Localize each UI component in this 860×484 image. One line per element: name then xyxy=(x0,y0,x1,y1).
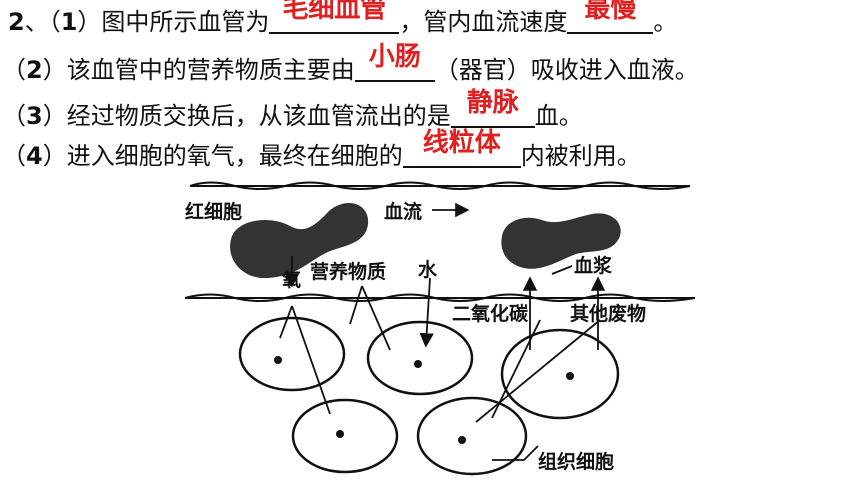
answer-blank: 小肠 xyxy=(354,42,435,82)
question-line-3: （3）经过物质交换后，从该血管流出的是静脉血。 xyxy=(2,88,583,136)
question-text: 。 xyxy=(653,8,678,36)
tissue-cell xyxy=(416,396,528,476)
cell-nucleus xyxy=(336,430,344,438)
nutrient-line xyxy=(361,285,391,351)
question-text: （器官）吸收进入血液。 xyxy=(434,56,699,84)
label-plasma: 血浆 xyxy=(574,254,613,277)
sub-number: 3 xyxy=(26,102,43,130)
question-text: ）图中所示血管为 xyxy=(77,8,270,36)
waste-pointer-line xyxy=(475,319,601,423)
tissue-cell xyxy=(291,398,399,474)
answer-blank: 线粒体 xyxy=(402,128,521,168)
paren-open: （ xyxy=(2,102,26,130)
answer-blank: 毛细血管 xyxy=(269,0,400,34)
tissue-cell xyxy=(366,320,474,396)
question-number: 2 xyxy=(8,8,25,36)
label-waste: 其他废物 xyxy=(570,302,646,325)
separator: 、（ xyxy=(24,8,61,36)
label-water: 水 xyxy=(418,259,438,281)
question-line-1: 2、（1）图中所示血管为毛细血管 ，管内血流速度最慢。 xyxy=(8,0,678,42)
question-line-4: （4）进入细胞的氧气，最终在细胞的线粒体内被利用。 xyxy=(2,128,641,176)
answer-text: 毛细血管 xyxy=(282,0,387,24)
sub-number: 4 xyxy=(26,142,43,170)
sub-number: 2 xyxy=(26,56,43,84)
question-text: ，管内血流速度 xyxy=(399,8,568,36)
label-nutrients: 营养物质 xyxy=(310,260,386,283)
answer-blank: 静脉 xyxy=(450,88,535,128)
capillary-wall-top xyxy=(189,181,691,190)
water-arrow xyxy=(419,277,434,348)
tissue-cell xyxy=(238,316,346,392)
capillary-wall-bottom xyxy=(184,293,696,302)
cell-nucleus xyxy=(566,372,574,380)
cell-nucleus xyxy=(458,436,466,444)
sub-number: 1 xyxy=(60,8,78,36)
paren-open: （ xyxy=(2,142,26,170)
question-text: ）经过物质交换后，从该血管流出的是 xyxy=(42,102,451,130)
plasma-pointer xyxy=(551,265,573,275)
oxygen-to-cell-line xyxy=(291,305,331,415)
cell-nucleus xyxy=(414,360,422,368)
answer-text: 最慢 xyxy=(584,0,637,24)
answer-text: 小肠 xyxy=(368,42,421,72)
question-line-2: （2）该血管中的营养物质主要由小肠 （器官）吸收进入血液。 xyxy=(2,42,699,90)
red-blood-cell xyxy=(230,202,369,279)
label-red-cell: 红细胞 xyxy=(185,200,242,223)
answer-text: 线粒体 xyxy=(422,128,501,158)
label-co2: 二氧化碳 xyxy=(452,302,529,325)
question-text: ）进入细胞的氧气，最终在细胞的 xyxy=(42,142,403,170)
label-tissue-cell: 组织细胞 xyxy=(538,450,614,473)
nutrient-line xyxy=(349,285,363,325)
paren-open: （ xyxy=(2,56,26,84)
label-blood-flow: 血流 xyxy=(384,200,422,223)
tissue-cell-pointer xyxy=(492,445,539,461)
question-text: 内被利用。 xyxy=(520,142,641,170)
answer-blank: 最慢 xyxy=(567,0,654,34)
question-text: ）该血管中的营养物质主要由 xyxy=(42,56,355,84)
oxygen-to-cell-line xyxy=(279,305,293,339)
tissue-cell xyxy=(500,328,620,420)
question-text: 血。 xyxy=(534,102,583,130)
answer-text: 静脉 xyxy=(466,88,519,118)
capillary-exchange-diagram: 红细胞 血流 氧 营养物质 水 血浆 二氧化碳 其他废物 组织细胞 xyxy=(184,181,696,476)
cell-nucleus xyxy=(274,356,282,364)
label-oxygen: 氧 xyxy=(282,268,301,291)
red-blood-cell xyxy=(501,213,621,269)
